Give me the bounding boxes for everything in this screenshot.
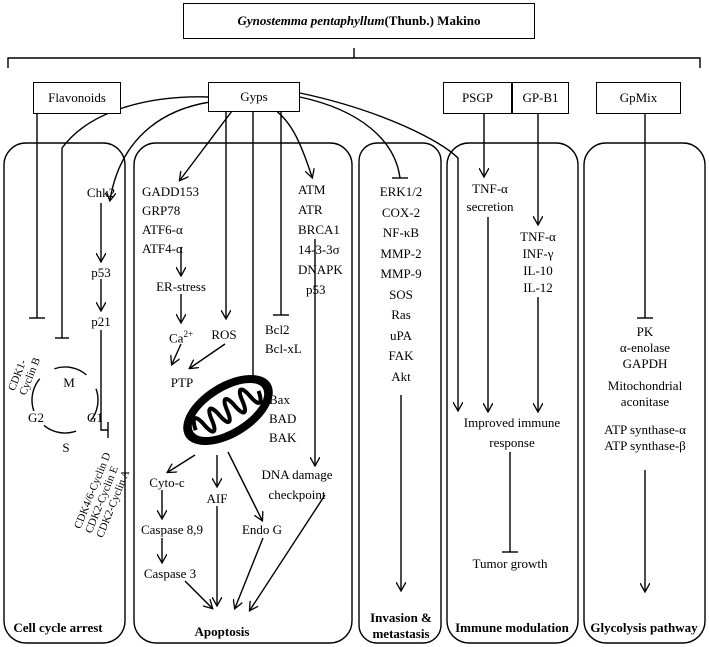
er-markers: GADD153 GRP78 ATF6-α ATF4-α xyxy=(142,182,199,258)
bclxl-label: Bcl-xL xyxy=(265,341,302,356)
apoptosis-title: Apoptosis xyxy=(194,624,250,639)
caspase89-label: Caspase 8,9 xyxy=(140,522,204,537)
atm-label: ATM xyxy=(298,182,326,197)
calcium-charge: 2+ xyxy=(183,329,194,339)
phase-g1: G1 xyxy=(87,410,103,425)
ptp-label: PTP xyxy=(170,375,194,390)
brca1-label: BRCA1 xyxy=(298,222,340,237)
glycolysis-item: Mitochondrial xyxy=(607,378,683,393)
species-name: Gynostemma pentaphyllum xyxy=(237,13,385,28)
glycolysis-item: ATP synthase-β xyxy=(604,438,686,453)
species-authority: (Thunb.) Makino xyxy=(384,13,481,28)
psgp-box: PSGP xyxy=(443,82,512,114)
glycolysis-item: PK xyxy=(636,324,654,339)
immune-title: Immune modulation xyxy=(455,620,569,635)
atr-label: ATR xyxy=(298,202,323,217)
dna-damage-label: DNA damage checkpoint xyxy=(261,465,332,505)
panel-immune xyxy=(446,142,579,644)
cytokine-list: TNF-α INF-γ IL-10 IL-12 xyxy=(520,228,556,296)
glycolysis-list: PK α-enolase GAPDH Mitochondrial aconita… xyxy=(604,324,686,454)
gpb1-label: GP-B1 xyxy=(522,90,559,105)
invasion-title-line2: metastasis xyxy=(372,626,430,641)
improved-response-line2: response xyxy=(489,435,535,450)
glycolysis-item: α-enolase xyxy=(619,340,671,355)
panel-invasion xyxy=(358,142,442,644)
gpmix-box: GpMix xyxy=(596,82,681,114)
invasion-item: Ras xyxy=(391,307,411,322)
tnf-secretion-line2: secretion xyxy=(466,199,514,214)
glycolysis-item: aconitase xyxy=(620,394,670,409)
cell-cycle-title: Cell cycle arrest xyxy=(13,620,103,635)
invasion-item: NF-κB xyxy=(382,225,420,240)
bad-label: BAD xyxy=(269,411,297,426)
p1433-label: 14-3-3σ xyxy=(298,242,340,257)
top-brace xyxy=(7,48,701,68)
flavonoids-label: Flavonoids xyxy=(48,90,106,105)
cytokine-item: IL-10 xyxy=(523,263,553,278)
phase-m: M xyxy=(63,375,75,390)
invasion-item: MMP-2 xyxy=(380,245,422,261)
invasion-title: Invasion & metastasis xyxy=(370,610,432,642)
phase-g2: G2 xyxy=(28,410,44,425)
invasion-item: MMP-9 xyxy=(380,266,422,281)
bax-label: Bax xyxy=(269,392,290,407)
tnf-secretion-line1: TNF-α xyxy=(472,181,508,196)
psgp-label: PSGP xyxy=(461,90,494,105)
dna-damage-line2: checkpoint xyxy=(268,487,326,502)
p21-label: p21 xyxy=(91,314,111,329)
endog-label: Endo G xyxy=(241,522,283,537)
atf6-label: ATF6-α xyxy=(142,222,183,237)
cytokine-item: IL-12 xyxy=(523,280,553,295)
calcium-text: Ca xyxy=(168,330,184,346)
grp78-label: GRP78 xyxy=(142,203,181,218)
gpb1-box: GP-B1 xyxy=(512,82,569,114)
dna-repair-group: ATM ATR BRCA1 14-3-3σ DNAPK p53 xyxy=(298,180,343,300)
chk2-label: Chk2 xyxy=(86,185,116,200)
phase-s: S xyxy=(62,440,70,455)
aif-label: AIF xyxy=(206,491,228,506)
bax-group: Bax BAD BAK xyxy=(269,390,296,447)
glycolysis-item: GAPDH xyxy=(622,356,668,371)
gpmix-label: GpMix xyxy=(619,90,658,105)
tumor-growth-label: Tumor growth xyxy=(472,556,548,571)
ros-label: ROS xyxy=(211,327,237,342)
atf4-label: ATF4-α xyxy=(142,241,183,256)
cc-p53-label: p53 xyxy=(91,265,111,280)
title-box: Gynostemma pentaphyllum (Thunb.) Makino xyxy=(183,3,535,39)
improved-response-label: Improved immune response xyxy=(464,413,560,453)
gadd153-label: GADD153 xyxy=(142,184,200,199)
glycolysis-item: ATP synthase-α xyxy=(604,422,686,437)
mitochondrion-icon xyxy=(183,374,273,446)
improved-response-line1: Improved immune xyxy=(463,415,561,430)
invasion-title-line1: Invasion & xyxy=(370,610,432,625)
cytokine-item: TNF-α xyxy=(520,229,556,244)
flavonoids-box: Flavonoids xyxy=(33,82,121,114)
dna-damage-line1: DNA damage xyxy=(261,467,333,482)
tnf-secretion-label: TNF-α secretion xyxy=(467,180,514,216)
bcl-group: Bcl2 Bcl-xL xyxy=(265,320,302,358)
er-stress-label: ER-stress xyxy=(156,279,206,294)
dnapk-label: DNAPK xyxy=(298,262,343,277)
invasion-list: ERK1/2 COX-2 NF-κB MMP-2 MMP-9 SOS Ras u… xyxy=(380,182,423,387)
bcl2-label: Bcl2 xyxy=(265,322,290,337)
invasion-item: SOS xyxy=(389,286,413,302)
bak-label: BAK xyxy=(269,430,297,445)
invasion-item: uPA xyxy=(390,327,412,343)
cytokine-item: INF-γ xyxy=(522,246,554,261)
calcium-label: Ca2+ xyxy=(169,327,193,345)
caspase3-label: Caspase 3 xyxy=(143,566,197,581)
invasion-item: COX-2 xyxy=(381,204,421,220)
gyps-box: Gyps xyxy=(208,82,300,112)
gyps-label: Gyps xyxy=(240,89,268,104)
cytoc-label: Cyto-c xyxy=(149,475,185,490)
panel-apoptosis xyxy=(133,142,353,644)
glycolysis-title: Glycolysis pathway xyxy=(590,620,698,635)
panel-cell-cycle xyxy=(3,142,126,644)
invasion-item: ERK1/2 xyxy=(379,184,423,199)
invasion-item: Akt xyxy=(391,368,411,384)
invasion-item: FAK xyxy=(388,348,414,363)
ap-p53-label: p53 xyxy=(306,282,326,297)
